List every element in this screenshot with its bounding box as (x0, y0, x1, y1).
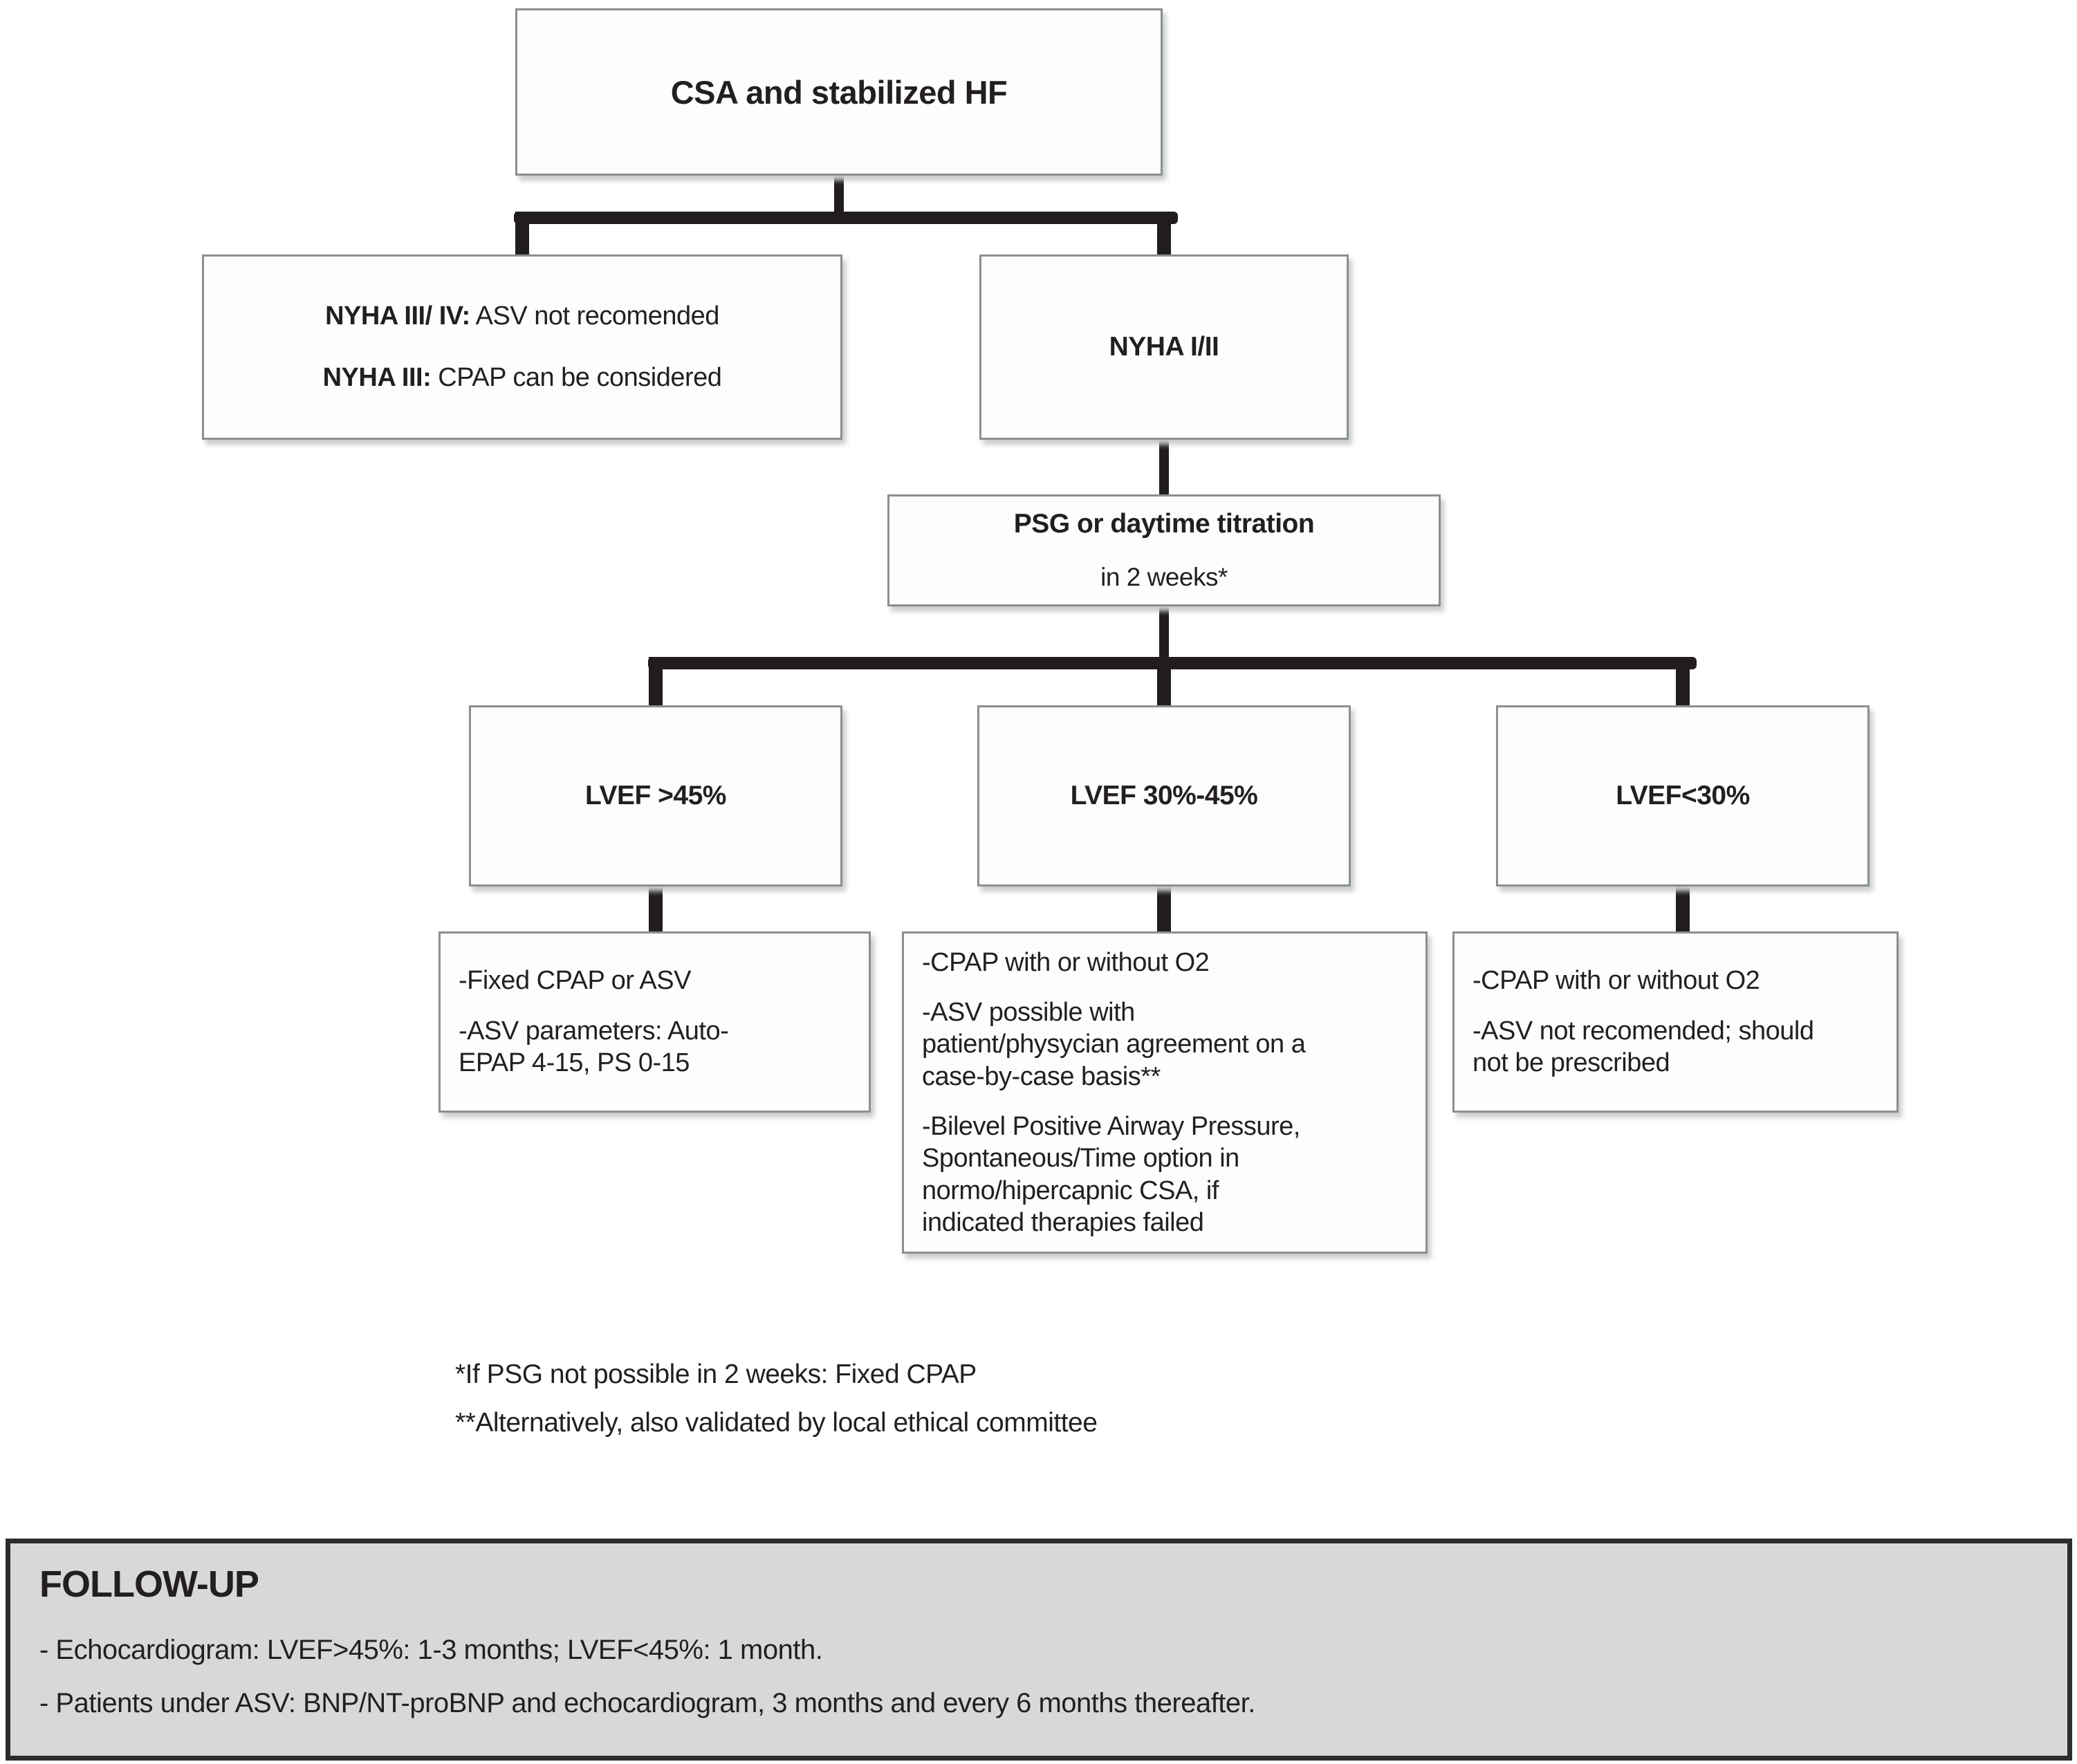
psg-titration-line2: in 2 weeks* (1100, 563, 1228, 591)
nyha-3-4-line1: NYHA III/ IV: ASV not recomended (325, 301, 719, 331)
connector-lvef-low-to-result (1676, 884, 1690, 934)
node-lvef-below-30-label: LVEF<30% (1616, 781, 1750, 810)
connector-drop-nyha12 (1157, 212, 1171, 257)
followup-echocardiogram-line: - Echocardiogram: LVEF>45%: 1-3 months; … (39, 1635, 823, 1665)
node-lvef-above-45: LVEF >45% (469, 705, 842, 886)
node-csa-stabilized-hf-label: CSA and stabilized HF (670, 73, 1008, 111)
connector-drop-lvef-low (1676, 657, 1690, 708)
followup-panel: FOLLOW-UP - Echocardiogram: LVEF>45%: 1-… (6, 1539, 2072, 1761)
nyha-3-4-line2: NYHA III: CPAP can be considered (323, 363, 722, 393)
connector-drop-lvef-mid (1157, 657, 1171, 708)
node-lvef-above-45-label: LVEF >45% (585, 781, 726, 810)
treatment-item: -ASV possible with patient/physycian agr… (922, 997, 1306, 1091)
node-treatment-lvef-30-45: -CPAP with or without O2 -ASV possible w… (902, 931, 1428, 1254)
connector-level1-bar (514, 212, 1178, 224)
connector-lvef-high-to-result (649, 884, 663, 934)
connector-lvef-mid-to-result (1157, 884, 1171, 934)
node-treatment-lvef-below-30: -CPAP with or without O2 -ASV not recome… (1452, 931, 1899, 1113)
connector-psg-stem (1159, 604, 1169, 661)
node-nyha-1-2: NYHA I/II (979, 254, 1349, 440)
nyha-3-4-line2-term: NYHA III: (322, 363, 432, 392)
treatment-item: -Fixed CPAP or ASV (459, 966, 691, 996)
followup-title: FOLLOW-UP (39, 1563, 259, 1605)
connector-drop-lvef-high (649, 657, 663, 708)
footnote-psg: *If PSG not possible in 2 weeks: Fixed C… (455, 1359, 977, 1389)
treatment-item: -CPAP with or without O2 (922, 947, 1210, 977)
connector-level2-bar (648, 657, 1697, 669)
psg-titration-line1: PSG or daytime titration (1013, 509, 1315, 539)
treatment-item: -Bilevel Positive Airway Pressure, Spont… (922, 1112, 1300, 1238)
followup-asv-monitoring-line: - Patients under ASV: BNP/NT-proBNP and … (39, 1688, 1255, 1718)
treatment-item: -CPAP with or without O2 (1473, 966, 1760, 996)
nyha-3-4-line1-text: ASV not recomended (470, 301, 720, 331)
node-csa-stabilized-hf: CSA and stabilized HF (515, 8, 1163, 176)
footnote-ethical-committee: **Alternatively, also validated by local… (455, 1408, 1098, 1438)
node-psg-titration: PSG or daytime titration in 2 weeks* (887, 494, 1441, 606)
nyha-3-4-line2-text: CPAP can be considered (431, 363, 722, 392)
connector-root-stem (834, 173, 844, 216)
node-nyha-1-2-label: NYHA I/II (1109, 332, 1219, 362)
node-lvef-30-45-label: LVEF 30%-45% (1070, 781, 1258, 810)
connector-drop-nyha34 (515, 212, 529, 257)
treatment-item: -ASV not recomended; should not be presc… (1473, 1016, 1814, 1078)
connector-nyha12-to-psg (1159, 438, 1169, 496)
node-treatment-lvef-above-45: -Fixed CPAP or ASV -ASV parameters: Auto… (439, 931, 871, 1113)
node-nyha-3-4: NYHA III/ IV: ASV not recomended NYHA II… (202, 254, 842, 440)
nyha-3-4-line1-term: NYHA III/ IV: (325, 301, 470, 331)
node-lvef-30-45: LVEF 30%-45% (977, 705, 1351, 886)
treatment-item: -ASV parameters: Auto- EPAP 4-15, PS 0-1… (459, 1016, 729, 1078)
node-lvef-below-30: LVEF<30% (1496, 705, 1870, 886)
